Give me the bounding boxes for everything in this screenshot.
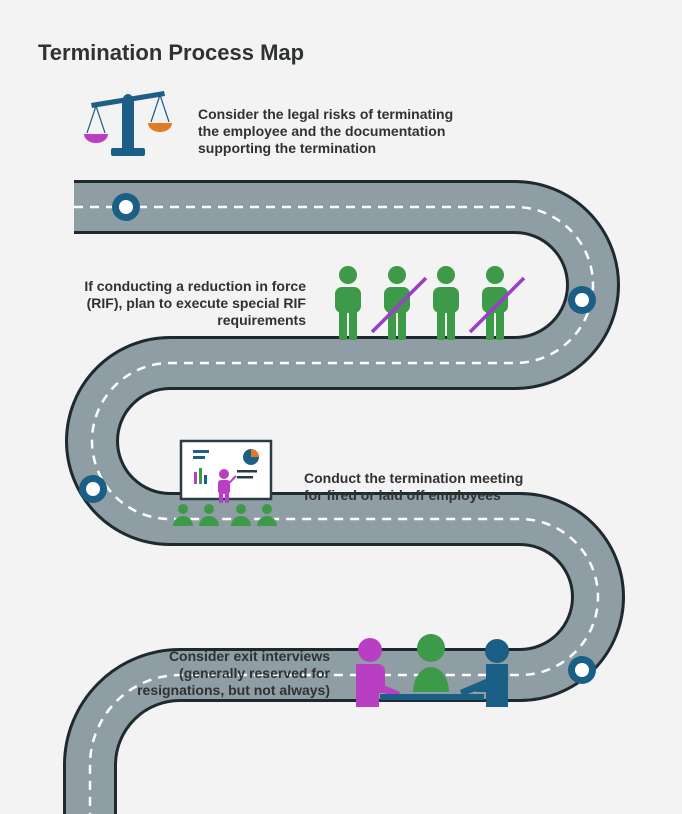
step-2-text: If conducting a reduction in force (RIF)… — [84, 278, 306, 329]
step-2-line-3: requirements — [217, 312, 306, 328]
milestone-marker-4 — [568, 656, 596, 684]
person-figure-crossed — [468, 266, 526, 340]
milestone-marker-3 — [79, 475, 107, 503]
page-title: Termination Process Map — [38, 40, 305, 65]
person-figure — [433, 266, 459, 340]
step-1-line-3: supporting the termination — [198, 140, 377, 156]
person-figure — [335, 266, 361, 340]
person-figure-crossed — [370, 266, 428, 340]
step-4-line-3: resignations, but not always) — [137, 682, 330, 698]
step-3-text: Conduct the termination meeting for fire… — [304, 470, 523, 504]
step-1-text: Consider the legal risks of terminating … — [198, 106, 453, 157]
step-4-line-1: Consider exit interviews — [168, 648, 330, 664]
audience-group — [173, 504, 277, 526]
step-1-line-1: Consider the legal risks of terminating — [198, 106, 454, 122]
step-4-text: Consider exit interviews (generally rese… — [137, 648, 330, 699]
milestone-marker-2 — [568, 286, 596, 314]
step-3-line-2: for fired or laid off employees — [304, 487, 501, 503]
step-2-line-1: If conducting a reduction in force — [84, 278, 306, 294]
step-1-line-2: the employee and the documentation — [198, 123, 446, 139]
step-2-line-2: (RIF), plan to execute special RIF — [86, 295, 306, 311]
reduction-in-force-people-icon — [335, 266, 526, 340]
step-3-line-1: Conduct the termination meeting — [304, 470, 524, 486]
presentation-meeting-icon — [173, 439, 277, 526]
milestone-marker-1 — [112, 193, 140, 221]
scales-icon — [84, 91, 172, 156]
exit-interview-table-icon — [356, 634, 509, 707]
step-4-line-2: (generally reserved for — [179, 665, 330, 681]
